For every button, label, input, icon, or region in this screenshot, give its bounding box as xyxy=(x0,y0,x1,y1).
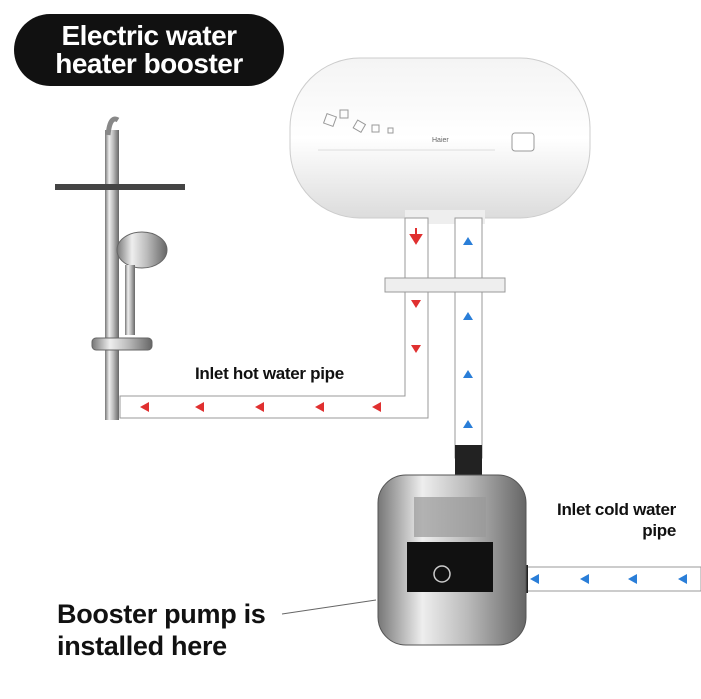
shower xyxy=(55,116,185,420)
heater-logo-icon xyxy=(511,132,535,152)
title-badge: Electric water heater booster xyxy=(14,14,284,86)
decor-squares-icon xyxy=(322,109,394,134)
cold-water-pipe xyxy=(454,217,483,459)
hot-water-pipe xyxy=(119,217,429,419)
pump-label-line1: Booster pump is xyxy=(57,599,266,629)
pump-label: Booster pump is installed here xyxy=(57,598,266,662)
hot-arrows xyxy=(140,228,423,412)
cold-arrows xyxy=(463,237,687,584)
title-line1: Electric water xyxy=(61,20,237,51)
cold-pipe-label-line1: Inlet cold water xyxy=(557,500,676,519)
heater-brand: Haier xyxy=(432,137,449,144)
pump-label-line2: installed here xyxy=(57,631,227,661)
cold-pipe-label: Inlet cold water pipe xyxy=(520,499,676,541)
cold-pipe-label-line2: pipe xyxy=(642,521,676,540)
hot-pipe-label: Inlet hot water pipe xyxy=(195,364,344,383)
power-button-icon xyxy=(433,565,451,583)
cold-inlet-pipe xyxy=(519,566,701,592)
pump-connector xyxy=(455,445,482,475)
title-line2: heater booster xyxy=(55,48,243,79)
pipe-bracket xyxy=(384,277,506,293)
booster-pump xyxy=(377,474,528,646)
pointer-line xyxy=(281,599,377,615)
